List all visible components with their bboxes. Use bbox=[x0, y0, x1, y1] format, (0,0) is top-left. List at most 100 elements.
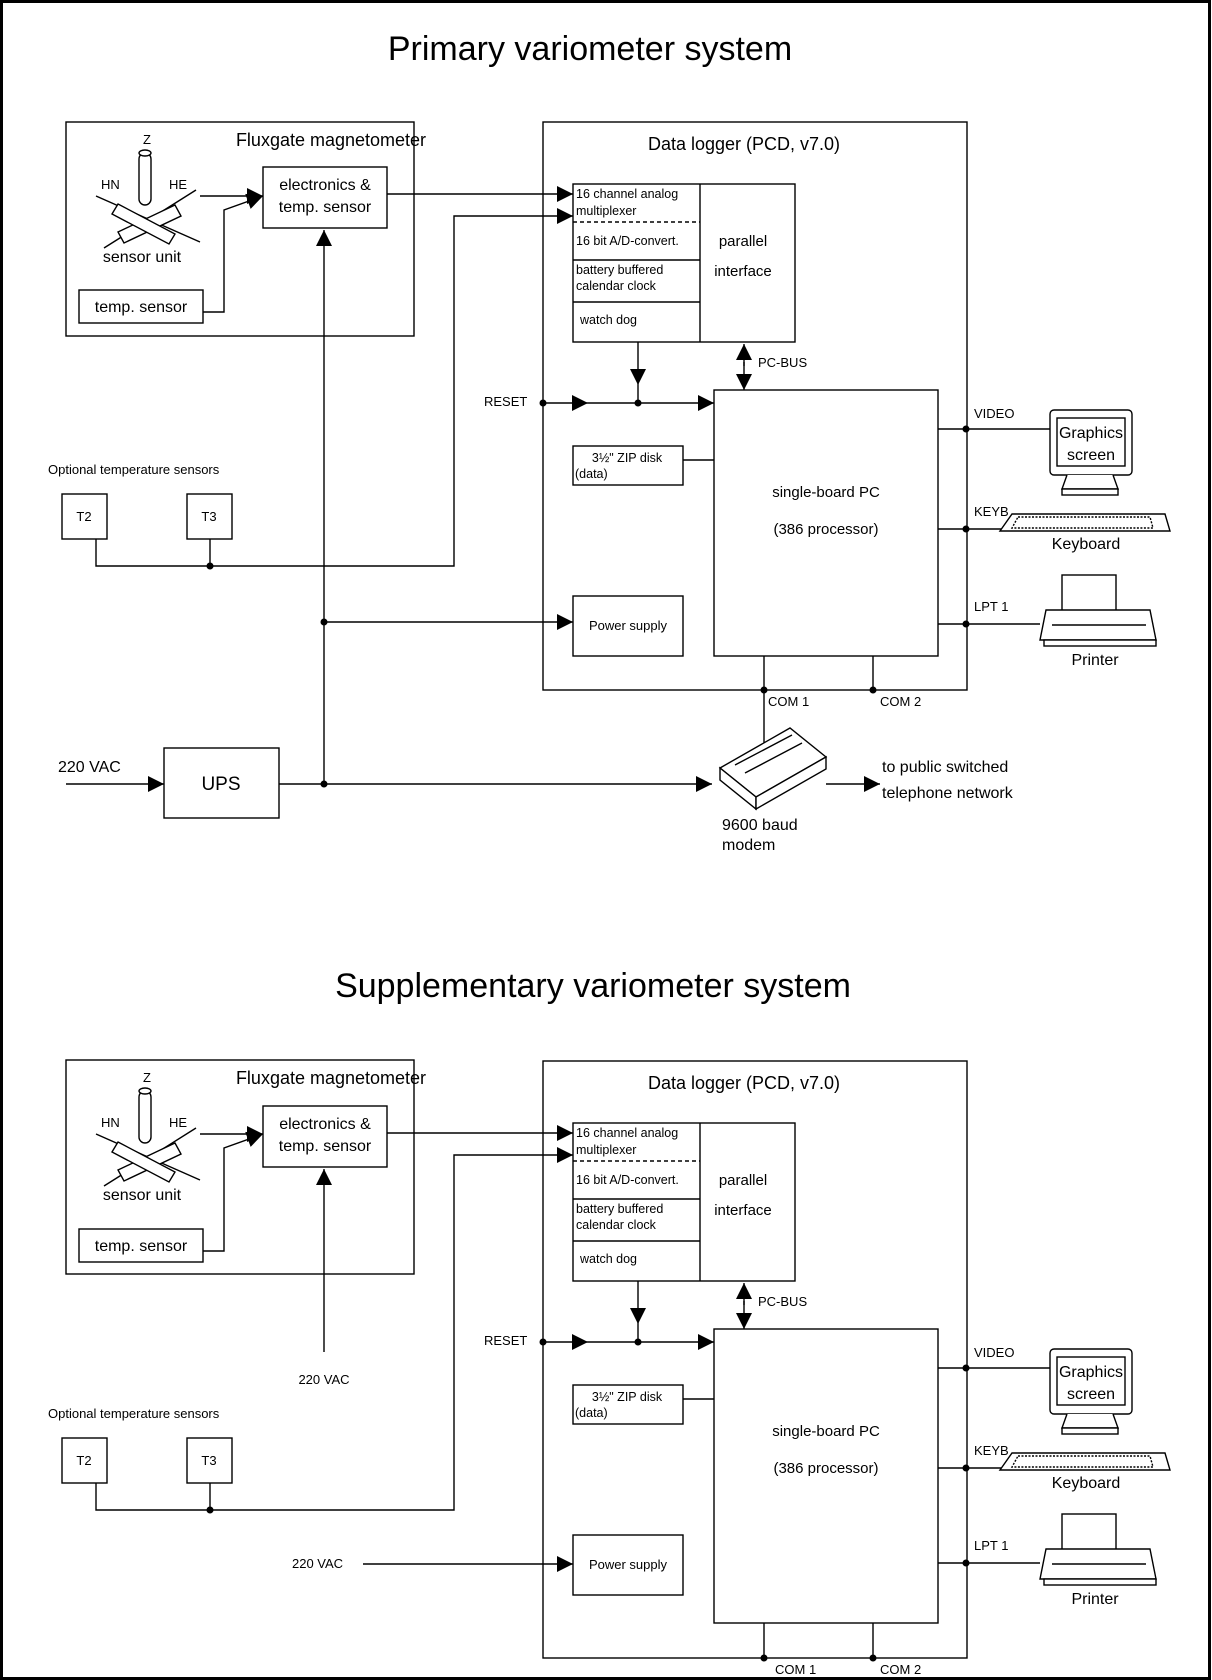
primary-mux-line1: 16 channel analog bbox=[576, 187, 678, 201]
primary-interface-block bbox=[572, 183, 796, 343]
primary-pc-line1: single-board PC bbox=[772, 484, 880, 501]
supplementary-lpt1-label: LPT 1 bbox=[974, 1538, 1008, 1553]
supplementary-mux-line2: multiplexer bbox=[576, 1143, 636, 1157]
primary-electronics-line1: electronics & bbox=[279, 177, 371, 194]
primary-ups-box bbox=[163, 747, 280, 819]
primary-temp-sensor-box bbox=[78, 289, 204, 324]
primary-electronics-box bbox=[262, 166, 388, 229]
supplementary-axis-hn: HN bbox=[101, 1115, 120, 1130]
primary-printer-label: Printer bbox=[1071, 652, 1119, 669]
supplementary-clock-line2: calendar clock bbox=[576, 1218, 657, 1232]
primary-pcbus-label: PC-BUS bbox=[758, 355, 807, 370]
supplementary-printer-label: Printer bbox=[1071, 1591, 1119, 1608]
primary-com1-label: COM 1 bbox=[768, 694, 809, 709]
supplementary-sensor-unit-label: sensor unit bbox=[103, 1187, 182, 1204]
supplementary-adc-label: 16 bit A/D-convert. bbox=[576, 1173, 679, 1187]
primary-watchdog-label: watch dog bbox=[579, 313, 637, 327]
primary-printer-icon bbox=[1039, 574, 1157, 647]
supplementary-keyboard-label: Keyboard bbox=[1052, 1475, 1121, 1492]
primary-reset-label: RESET bbox=[484, 394, 527, 409]
primary-zip-box bbox=[572, 445, 684, 486]
primary-video-label: VIDEO bbox=[974, 406, 1014, 421]
supplementary-electronics-box bbox=[262, 1105, 388, 1168]
supplementary-pcbus-label: PC-BUS bbox=[758, 1294, 807, 1309]
primary-parallel-line1: parallel bbox=[719, 233, 767, 250]
supplementary-pc-line2: (386 processor) bbox=[773, 1460, 878, 1477]
supplementary-temp-sensor-label: temp. sensor bbox=[95, 1238, 188, 1255]
supplementary-mux-line1: 16 channel analog bbox=[576, 1126, 678, 1140]
primary-network-line1: to public switched bbox=[882, 759, 1008, 776]
primary-pc-box bbox=[713, 389, 939, 657]
primary-network-line2: telephone network bbox=[882, 785, 1014, 802]
supplementary-watchdog-label: watch dog bbox=[579, 1252, 637, 1266]
supplementary-clock-line1: battery buffered bbox=[576, 1202, 663, 1216]
primary-modem-line1: 9600 baud bbox=[722, 817, 798, 834]
primary-t3-label: T3 bbox=[201, 509, 216, 524]
supplementary-power-supply-box bbox=[572, 1534, 684, 1596]
supplementary-t2-label: T2 bbox=[76, 1453, 91, 1468]
primary-temp-sensor-label: temp. sensor bbox=[95, 299, 188, 316]
supplementary-t3-label: T3 bbox=[201, 1453, 216, 1468]
primary-screen-line2: screen bbox=[1067, 447, 1115, 464]
primary-mux-line2: multiplexer bbox=[576, 204, 636, 218]
primary-modem-line2: modem bbox=[722, 837, 775, 854]
primary-axis-z: Z bbox=[143, 132, 151, 147]
primary-system: Primary variometer system Fluxgate magne… bbox=[48, 30, 1171, 854]
supplementary-axis-z: Z bbox=[143, 1070, 151, 1085]
primary-screen-line1: Graphics bbox=[1059, 425, 1123, 442]
supplementary-fluxgate-box bbox=[65, 1059, 415, 1275]
supplementary-monitor-icon bbox=[1049, 1348, 1133, 1435]
supplementary-printer-icon bbox=[1039, 1513, 1157, 1586]
supplementary-system: Supplementary variometer system Fluxgate… bbox=[48, 967, 1171, 1677]
primary-axis-hn: HN bbox=[101, 177, 120, 192]
supplementary-screen-line2: screen bbox=[1067, 1386, 1115, 1403]
supplementary-electronics-line1: electronics & bbox=[279, 1116, 371, 1133]
primary-fluxgate-box bbox=[65, 121, 415, 337]
supplementary-title: Supplementary variometer system bbox=[335, 967, 851, 1005]
primary-parallel-line2: interface bbox=[714, 263, 772, 280]
supplementary-power-supply-label: Power supply bbox=[589, 1557, 668, 1572]
primary-modem-icon bbox=[718, 727, 828, 811]
primary-monitor-icon bbox=[1049, 409, 1133, 496]
supplementary-com1-label: COM 1 bbox=[775, 1662, 816, 1677]
supplementary-keyboard-icon bbox=[998, 1452, 1171, 1471]
primary-t2-label: T2 bbox=[76, 509, 91, 524]
supplementary-zip-box bbox=[572, 1384, 684, 1425]
primary-zip-line1: 3½" ZIP disk bbox=[592, 451, 663, 465]
primary-sensor-unit-icon bbox=[95, 149, 201, 249]
supplementary-parallel-line2: interface bbox=[714, 1202, 772, 1219]
supplementary-optional-sensors-label: Optional temperature sensors bbox=[48, 1406, 220, 1421]
primary-vac-label: 220 VAC bbox=[58, 759, 121, 776]
supplementary-video-label: VIDEO bbox=[974, 1345, 1014, 1360]
primary-optional-sensors-label: Optional temperature sensors bbox=[48, 462, 220, 477]
primary-axis-he: HE bbox=[169, 177, 187, 192]
primary-keyboard-label: Keyboard bbox=[1052, 536, 1121, 553]
primary-power-supply-label: Power supply bbox=[589, 618, 668, 633]
supplementary-pc-line1: single-board PC bbox=[772, 1423, 880, 1440]
supplementary-reset-label: RESET bbox=[484, 1333, 527, 1348]
primary-com2-label: COM 2 bbox=[880, 694, 921, 709]
primary-keyboard-icon bbox=[998, 513, 1171, 532]
supplementary-pc-box bbox=[713, 1328, 939, 1624]
supplementary-parallel-line1: parallel bbox=[719, 1172, 767, 1189]
primary-electronics-line2: temp. sensor bbox=[279, 199, 372, 216]
supplementary-fluxgate-title: Fluxgate magnetometer bbox=[236, 1068, 426, 1088]
supplementary-screen-line1: Graphics bbox=[1059, 1364, 1123, 1381]
primary-sensor-unit-label: sensor unit bbox=[103, 249, 182, 266]
supplementary-vac-power-label: 220 VAC bbox=[292, 1556, 343, 1571]
supplementary-keyb-label: KEYB bbox=[974, 1443, 1009, 1458]
primary-pc-line2: (386 processor) bbox=[773, 521, 878, 538]
supplementary-data-logger-box bbox=[542, 1060, 968, 1659]
primary-title: Primary variometer system bbox=[388, 30, 792, 68]
supplementary-axis-he: HE bbox=[169, 1115, 187, 1130]
supplementary-electronics-line2: temp. sensor bbox=[279, 1138, 372, 1155]
supplementary-interface-block bbox=[572, 1122, 796, 1282]
supplementary-com2-label: COM 2 bbox=[880, 1662, 921, 1677]
primary-keyb-label: KEYB bbox=[974, 504, 1009, 519]
primary-clock-line1: battery buffered bbox=[576, 263, 663, 277]
primary-clock-line2: calendar clock bbox=[576, 279, 657, 293]
primary-data-logger-title: Data logger (PCD, v7.0) bbox=[648, 134, 840, 154]
supplementary-sensor-unit-icon bbox=[95, 1087, 201, 1187]
